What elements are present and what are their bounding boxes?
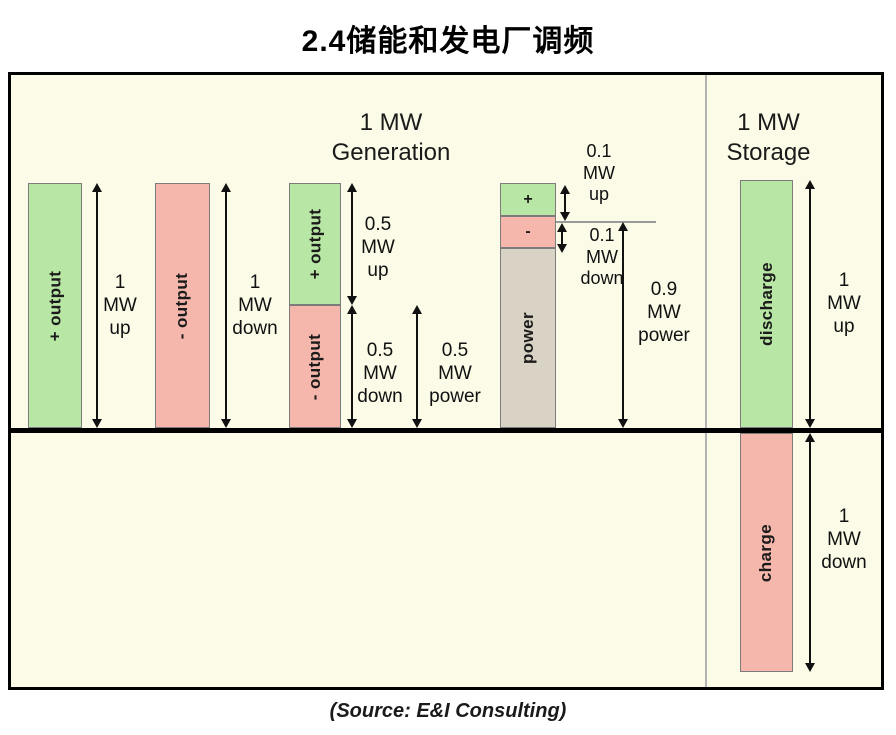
arrowhead-down-icon: [221, 419, 231, 428]
storage-header: 1 MW Storage: [726, 109, 811, 166]
note-storage-1mw-down: 1 MW down: [821, 506, 867, 574]
bar-generation-split-down-label: - output: [305, 333, 325, 400]
bar-generation-reg-plus: +: [500, 183, 556, 216]
source-caption: (Source: E&I Consulting): [329, 700, 567, 722]
arrowhead-down-icon: [92, 419, 102, 428]
zero-baseline: [11, 428, 881, 433]
arrow-generation-01mw-up: [560, 185, 570, 221]
arrow-generation-1mw-up: [92, 183, 102, 428]
note-generation-1mw-up: 1 MW up: [103, 272, 137, 340]
bar-generation-reg-minus-label: -: [525, 223, 531, 240]
note-storage-1mw-up: 1 MW up: [827, 270, 861, 338]
note-generation-01mw-down: 0.1 MW down: [580, 225, 624, 289]
bar-generation-split-down: - output: [289, 305, 341, 428]
page-title: 2.4储能和发电厂调频: [301, 25, 595, 58]
diagram-panel: 1 MW Generation 1 MW Storage + output 1 …: [8, 72, 884, 690]
arrowhead-down-icon: [412, 419, 422, 428]
note-generation-05mw-down: 0.5 MW down: [357, 340, 403, 408]
arrowhead-down-icon: [347, 419, 357, 428]
arrow-generation-1mw-down: [221, 183, 231, 428]
arrow-storage-1mw-up: [805, 180, 815, 428]
note-generation-09mw-power: 0.9 MW power: [638, 279, 690, 347]
note-generation-05mw-up: 0.5 MW up: [361, 214, 395, 282]
arrow-generation-05mw-power: [412, 305, 422, 428]
bar-generation-full-up: + output: [28, 183, 82, 428]
refline-09mw-level: [556, 221, 656, 223]
bar-generation-split-up: + output: [289, 183, 341, 305]
note-generation-05mw-power: 0.5 MW power: [429, 340, 481, 408]
bar-generation-reg-plus-label: +: [523, 190, 533, 208]
bar-generation-reg-power: power: [500, 248, 556, 428]
arrow-storage-1mw-down: [805, 433, 815, 672]
arrow-generation-05mw-down: [347, 305, 357, 428]
bar-storage-discharge-label: discharge: [756, 262, 776, 346]
arrowhead-down-icon: [560, 212, 570, 221]
note-generation-1mw-down: 1 MW down: [232, 272, 278, 340]
arrowhead-down-icon: [557, 244, 567, 253]
bar-generation-full-down-label: - output: [172, 272, 192, 339]
arrow-generation-09mw-power: [618, 222, 628, 428]
arrowhead-down-icon: [347, 296, 357, 305]
arrowhead-down-icon: [805, 419, 815, 428]
note-generation-01mw-up: 0.1 MW up: [583, 141, 615, 205]
bar-storage-discharge: discharge: [740, 180, 793, 428]
bar-generation-reg-minus: -: [500, 216, 556, 248]
generation-header: 1 MW Generation: [331, 109, 451, 166]
arrowhead-down-icon: [618, 419, 628, 428]
section-divider: [705, 75, 707, 687]
arrow-generation-05mw-up: [347, 183, 357, 305]
bar-storage-charge-label: charge: [756, 523, 776, 582]
bar-generation-reg-power-label: power: [518, 311, 537, 365]
bar-generation-full-up-label: + output: [45, 270, 64, 341]
arrow-generation-01mw-down: [557, 223, 567, 253]
bar-generation-split-up-label: + output: [305, 208, 324, 280]
bar-generation-full-down: - output: [155, 183, 210, 428]
arrowhead-down-icon: [805, 663, 815, 672]
bar-storage-charge: charge: [740, 433, 793, 672]
